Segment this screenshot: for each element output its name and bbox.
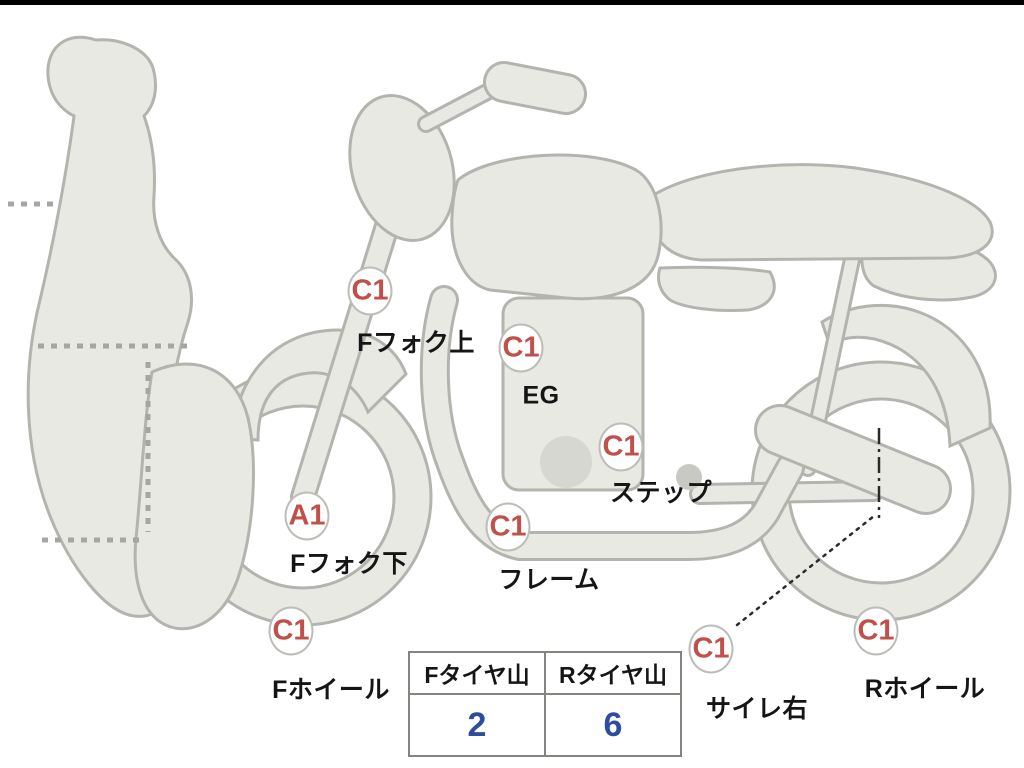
carb-circle (540, 436, 592, 488)
caption-silencer-right: サイレ右 (705, 695, 809, 723)
front-fender (230, 328, 408, 442)
front-tire-tread-value: 2 (408, 693, 546, 757)
grade-badge-silencer-right: C1 (688, 624, 734, 674)
caption-engine: EG (522, 381, 560, 410)
caption-f-fork-lower: Fフォク下 (290, 550, 408, 578)
fairing-panel-dotted-lines (8, 201, 190, 543)
grade-badge-frame: C1 (485, 502, 531, 552)
seat (649, 163, 994, 262)
caption-step: ステップ (609, 479, 713, 507)
footpeg-step (676, 464, 702, 490)
tire-tread-table: Fタイヤ山 Rタイヤ山 2 6 (408, 651, 682, 757)
fuel-tank (450, 153, 663, 301)
caption-r-wheel: Rホイール (864, 675, 986, 703)
caption-f-wheel: Fホイール (272, 676, 390, 704)
muffler (754, 404, 952, 515)
rear-fender (820, 304, 992, 449)
grade-badge-r-wheel: C1 (853, 606, 899, 656)
tire-table-value-row: 2 6 (408, 693, 682, 757)
grade-badge-f-wheel: C1 (268, 606, 314, 656)
grade-badge-f-fork-lower: A1 (284, 491, 330, 541)
caption-f-fork-upper: Fフォク上 (357, 329, 475, 357)
rear-tire-tread-header: Rタイヤ山 (544, 651, 682, 695)
tire-table-header-row: Fタイヤ山 Rタイヤ山 (408, 651, 682, 695)
grade-badge-f-fork-upper: C1 (347, 266, 393, 316)
front-tire-tread-header: Fタイヤ山 (408, 651, 546, 695)
fairing-lower (133, 362, 255, 631)
frame-tube (419, 285, 805, 561)
grade-badge-engine: C1 (498, 323, 544, 373)
dotted-leader-line (735, 514, 876, 627)
grade-badge-step: C1 (598, 422, 644, 472)
rear-tire-tread-value: 6 (544, 693, 682, 757)
top-border-line (0, 0, 1024, 5)
side-cover (656, 265, 776, 312)
silencer-leader-lines (735, 428, 881, 627)
handlebar (417, 61, 587, 133)
caption-frame: フレーム (498, 566, 600, 594)
